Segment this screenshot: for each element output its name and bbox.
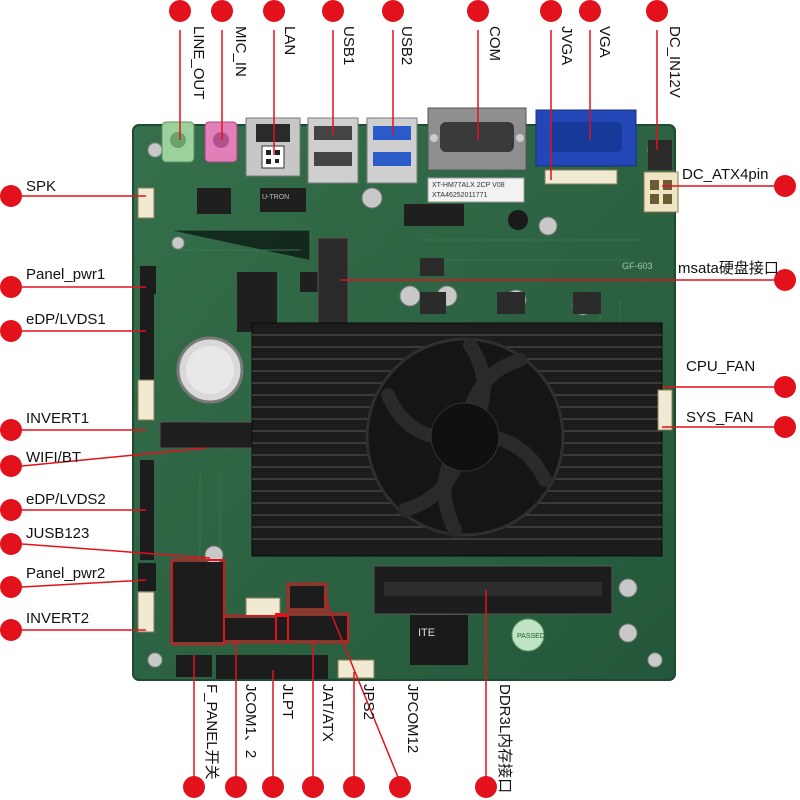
marker-invert1 [0,419,22,441]
marker-jusb [0,533,22,555]
marker-lan [263,0,285,22]
audio-jacks [161,121,238,163]
label-ddr: DDR3L内存接口 [496,684,513,794]
marker-msata [774,269,796,291]
label-com: COM [486,26,503,61]
msata-slot [317,237,349,335]
label-jat: JAT/ATX [319,684,336,742]
label-jpcom: JPCOM12 [404,684,421,754]
label-panel-pwr1: Panel_pwr1 [26,266,106,283]
marker-invert2 [0,619,22,641]
panel-pwr2-connector [138,563,156,591]
lan-port [245,117,301,177]
pcb-label-sticker [427,177,525,203]
fan-connector [657,389,673,431]
label-jvga: JVGA [558,26,575,66]
svg-text:ITE: ITE [418,627,435,639]
dc-jacks [643,140,679,213]
marker-dc-in [646,0,668,22]
label-edp2: eDP/LVDS2 [26,491,106,508]
label-lan: LAN [281,26,298,56]
label-jusb: JUSB123 [26,525,90,542]
label-f-panel: F_PANEL开关 [203,684,220,780]
label-panel-pwr2: Panel_pwr2 [26,565,106,582]
label-spk: SPK [26,178,57,195]
marker-wifi [0,455,22,477]
label-cpu-fan: CPU_FAN [686,358,756,375]
marker-line-out [169,0,191,22]
label-dc-atx: DC_ATX4pin [682,166,769,183]
inductors [420,258,601,314]
wifi-slot [159,421,261,449]
marker-com [467,0,489,22]
label-wifi: WIFI/BT [26,449,81,466]
label-msata: msata硬盘接口 [678,260,779,277]
label-dc-in: DC_IN12V [666,26,683,98]
ddr-slot [373,565,613,615]
marker-panel-pwr2 [0,576,22,598]
label-jcom: JCOM1、2 [242,684,259,759]
marker-jvga [540,0,562,22]
ite-chip: ITE [410,615,468,665]
com-port [427,107,527,171]
edp-header-2 [140,460,154,560]
pcb-silk-serial: XTA46252011771 [432,192,488,199]
marker-f-panel [183,776,205,798]
buzzer [508,210,528,230]
pcb-silk-model: XT-HM77ALX 2CP V08 [432,182,505,189]
label-jps2: JPS2 [360,684,377,720]
pcb-silk-gf: GF-603 [622,261,653,271]
label-usb1: USB1 [340,26,357,66]
edp-header-1 [140,292,154,387]
leader-lines [21,30,780,783]
label-edp1: eDP/LVDS1 [26,311,106,328]
marker-vga [579,0,601,22]
marker-sys-fan [774,416,796,438]
label-invert2: INVERT2 [26,610,90,627]
svg-text:PASSED: PASSED [517,633,545,640]
label-line-out: LINE_OUT [190,26,207,100]
label-mic-in: MIC_IN [232,26,249,77]
label-usb2: USB2 [398,26,415,66]
marker-jps2 [343,776,365,798]
vga-port [535,109,637,185]
panel-pwr-connector [140,266,156,294]
marker-panel-pwr1 [0,276,22,298]
marker-mic-in [211,0,233,22]
marker-edp1 [0,320,22,342]
marker-spk [0,185,22,207]
label-vga: VGA [596,26,613,58]
marker-usb1 [322,0,344,22]
cpu-heatsink [251,322,663,557]
pcb-silk-utron: U-TRON [262,194,290,201]
marker-jcom [225,776,247,798]
marker-ddr [475,776,497,798]
marker-jat [302,776,324,798]
marker-jpcom [389,776,411,798]
label-jlpt: JLPT [279,684,296,720]
marker-usb2 [382,0,404,22]
marker-dc-atx [774,175,796,197]
label-invert1: INVERT1 [26,410,90,427]
marker-jlpt [262,776,284,798]
label-sys-fan: SYS_FAN [686,409,754,426]
marker-cpu-fan [774,376,796,398]
marker-edp2 [0,499,22,521]
passed-sticker [511,618,545,652]
highlight-boxes [171,559,349,645]
